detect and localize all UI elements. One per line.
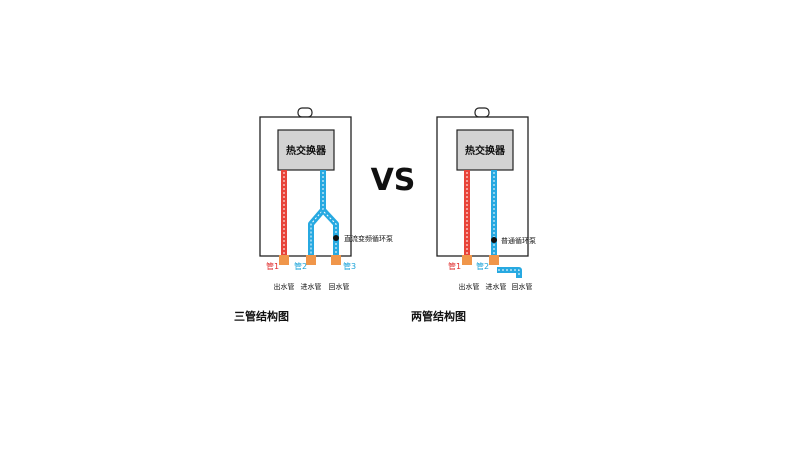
pump-label: 直流变频循环泵: [344, 234, 393, 243]
pipe-label-2: 管2: [294, 261, 307, 271]
connector-1: [462, 255, 472, 265]
heater-top-knob: [474, 107, 490, 118]
heater-top-knob: [297, 107, 313, 118]
outlet-label-in: 进水管: [301, 282, 322, 291]
three-pipe-diagram: 热交换器 直流变频循环泵 管1 管2 管3 出水管 进水管 回水管 三管结构图: [234, 107, 393, 323]
return-loop-pipe: [497, 267, 522, 278]
vs-label: VS: [371, 163, 416, 198]
outlet-label-in: 进水管: [486, 282, 507, 291]
caption-three-pipe: 三管结构图: [234, 309, 289, 323]
connector-2: [306, 255, 316, 265]
heat-exchanger-box: [456, 129, 514, 171]
two-pipe-diagram: 热交换器 普通循环泵 管1 管2 出水管 进水管 回水管 两管结构图: [411, 107, 536, 323]
pipe-label-2: 管2: [476, 261, 489, 271]
pump-dot: [491, 237, 497, 243]
pipe-label-3: 管3: [343, 261, 356, 271]
connector-3: [331, 255, 341, 265]
pump-label: 普通循环泵: [501, 236, 536, 245]
connector-2: [489, 255, 499, 265]
heat-exchanger-label: 热交换器: [286, 144, 327, 157]
pump-dot: [333, 235, 339, 241]
heat-exchanger-label: 热交换器: [465, 144, 506, 157]
outlet-label-return: 回水管: [329, 282, 350, 291]
pipe-label-1: 管1: [448, 261, 461, 271]
pipe-label-1: 管1: [266, 261, 279, 271]
connector-1: [279, 255, 289, 265]
outlet-label-out: 出水管: [459, 282, 480, 291]
outlet-label-return: 回水管: [512, 282, 533, 291]
outlet-label-out: 出水管: [274, 282, 295, 291]
caption-two-pipe: 两管结构图: [411, 309, 466, 323]
heat-exchanger-box: [277, 129, 335, 171]
